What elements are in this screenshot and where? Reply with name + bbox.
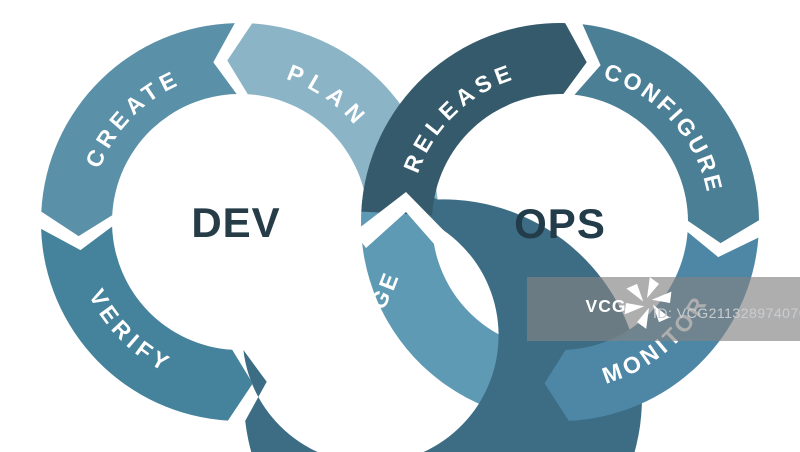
vcg-pinwheel-icon	[624, 277, 672, 329]
crossover-gap	[354, 192, 454, 253]
pinwheel-petal	[651, 291, 672, 303]
segment-configure	[574, 24, 759, 244]
dev-label: DEV	[191, 199, 280, 246]
segment-package	[243, 181, 642, 452]
segment-create	[41, 23, 237, 237]
ops-label: OPS	[514, 200, 606, 247]
pinwheel-petal	[624, 303, 645, 315]
segment-verify	[41, 226, 253, 421]
segments-layer	[41, 23, 759, 452]
pinwheel-petal	[637, 307, 649, 329]
watermark-bar	[527, 277, 800, 341]
pinwheel-petal	[647, 277, 659, 299]
segment-release	[361, 23, 587, 216]
pinwheel-petal	[652, 304, 670, 323]
pinwheel-petal	[626, 283, 644, 302]
watermark: VCG ID: VCG211328974076	[527, 277, 800, 341]
watermark-id-text: ID: VCG211328974076	[653, 305, 800, 321]
watermark-logo-text: VCG	[586, 296, 627, 316]
